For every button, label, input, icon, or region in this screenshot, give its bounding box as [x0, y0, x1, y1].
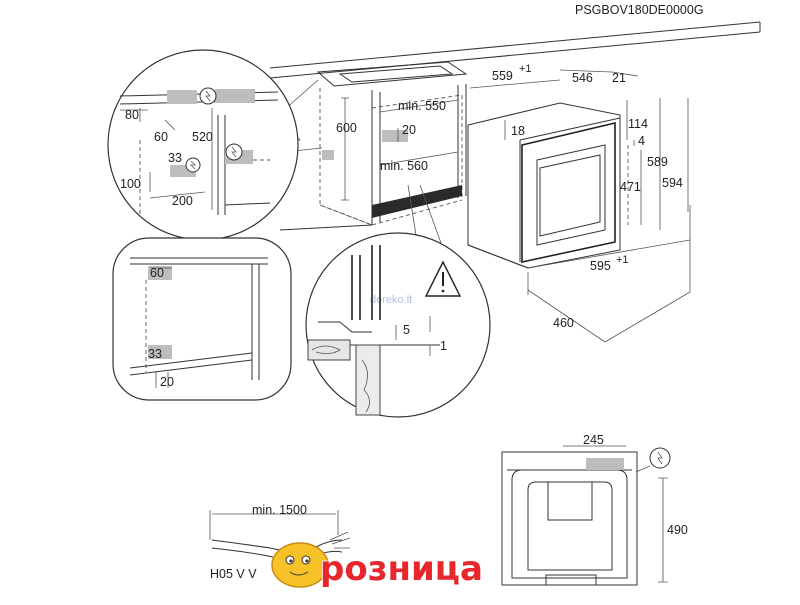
callout-top-left: 80 60 520 33 100 200 [107, 49, 299, 241]
oven-perspective: 559 +1 546 21 114 4 18 471 589 594 595 +… [467, 63, 691, 343]
dim-20-top: 20 [402, 123, 416, 137]
dim-min-550: min. 550 [398, 99, 446, 113]
dim-100: 100 [120, 177, 141, 191]
dim-200: 200 [172, 194, 193, 208]
dim-460: 460 [553, 316, 574, 330]
dim-589: 589 [647, 155, 668, 169]
dim-520: 520 [192, 130, 213, 144]
dim-4: 4 [638, 134, 645, 148]
dim-min-560: min. 560 [380, 159, 428, 173]
model-code: PSGBOV180DE0000G [575, 3, 704, 17]
dim-490: 490 [667, 523, 688, 537]
rozniza-logo: розница [271, 542, 484, 590]
dim-245: 245 [583, 433, 604, 447]
dim-60-mid: 60 [150, 266, 164, 280]
callout-warning-detail: dereko.lt 5 1 [305, 232, 491, 418]
dim-595-tolerance: +1 [616, 254, 629, 266]
dim-114: 114 [628, 117, 648, 131]
dim-5: 5 [403, 323, 410, 337]
dim-21: 21 [612, 71, 626, 85]
dim-594: 594 [662, 176, 683, 190]
callout-middle-left: 60 33 20 [112, 237, 292, 401]
logo-text: розница [320, 549, 483, 589]
cable-type: H05 V V [210, 567, 257, 581]
dim-33-mid: 33 [148, 347, 162, 361]
electric-connection-icon [657, 451, 663, 465]
dim-33-top: 33 [168, 151, 182, 165]
dim-546: 546 [572, 71, 593, 85]
dim-600: 600 [336, 121, 357, 135]
dim-20-mid: 20 [160, 375, 174, 389]
cabinet-perspective: 600 min. 550 20 min. 560 [269, 21, 761, 231]
dim-595: 595 [590, 259, 611, 273]
dim-18: 18 [511, 124, 525, 138]
oven-rear-view: 245 490 [501, 433, 688, 586]
dim-471: 471 [620, 180, 641, 194]
dim-60-top: 60 [154, 130, 168, 144]
dim-1: 1 [440, 339, 447, 353]
dim-559-tolerance: +1 [519, 63, 532, 75]
dim-559: 559 [492, 69, 513, 83]
dim-80: 80 [125, 108, 139, 122]
watermark: dereko.lt [370, 294, 412, 306]
dim-min-1500: min. 1500 [252, 503, 307, 517]
